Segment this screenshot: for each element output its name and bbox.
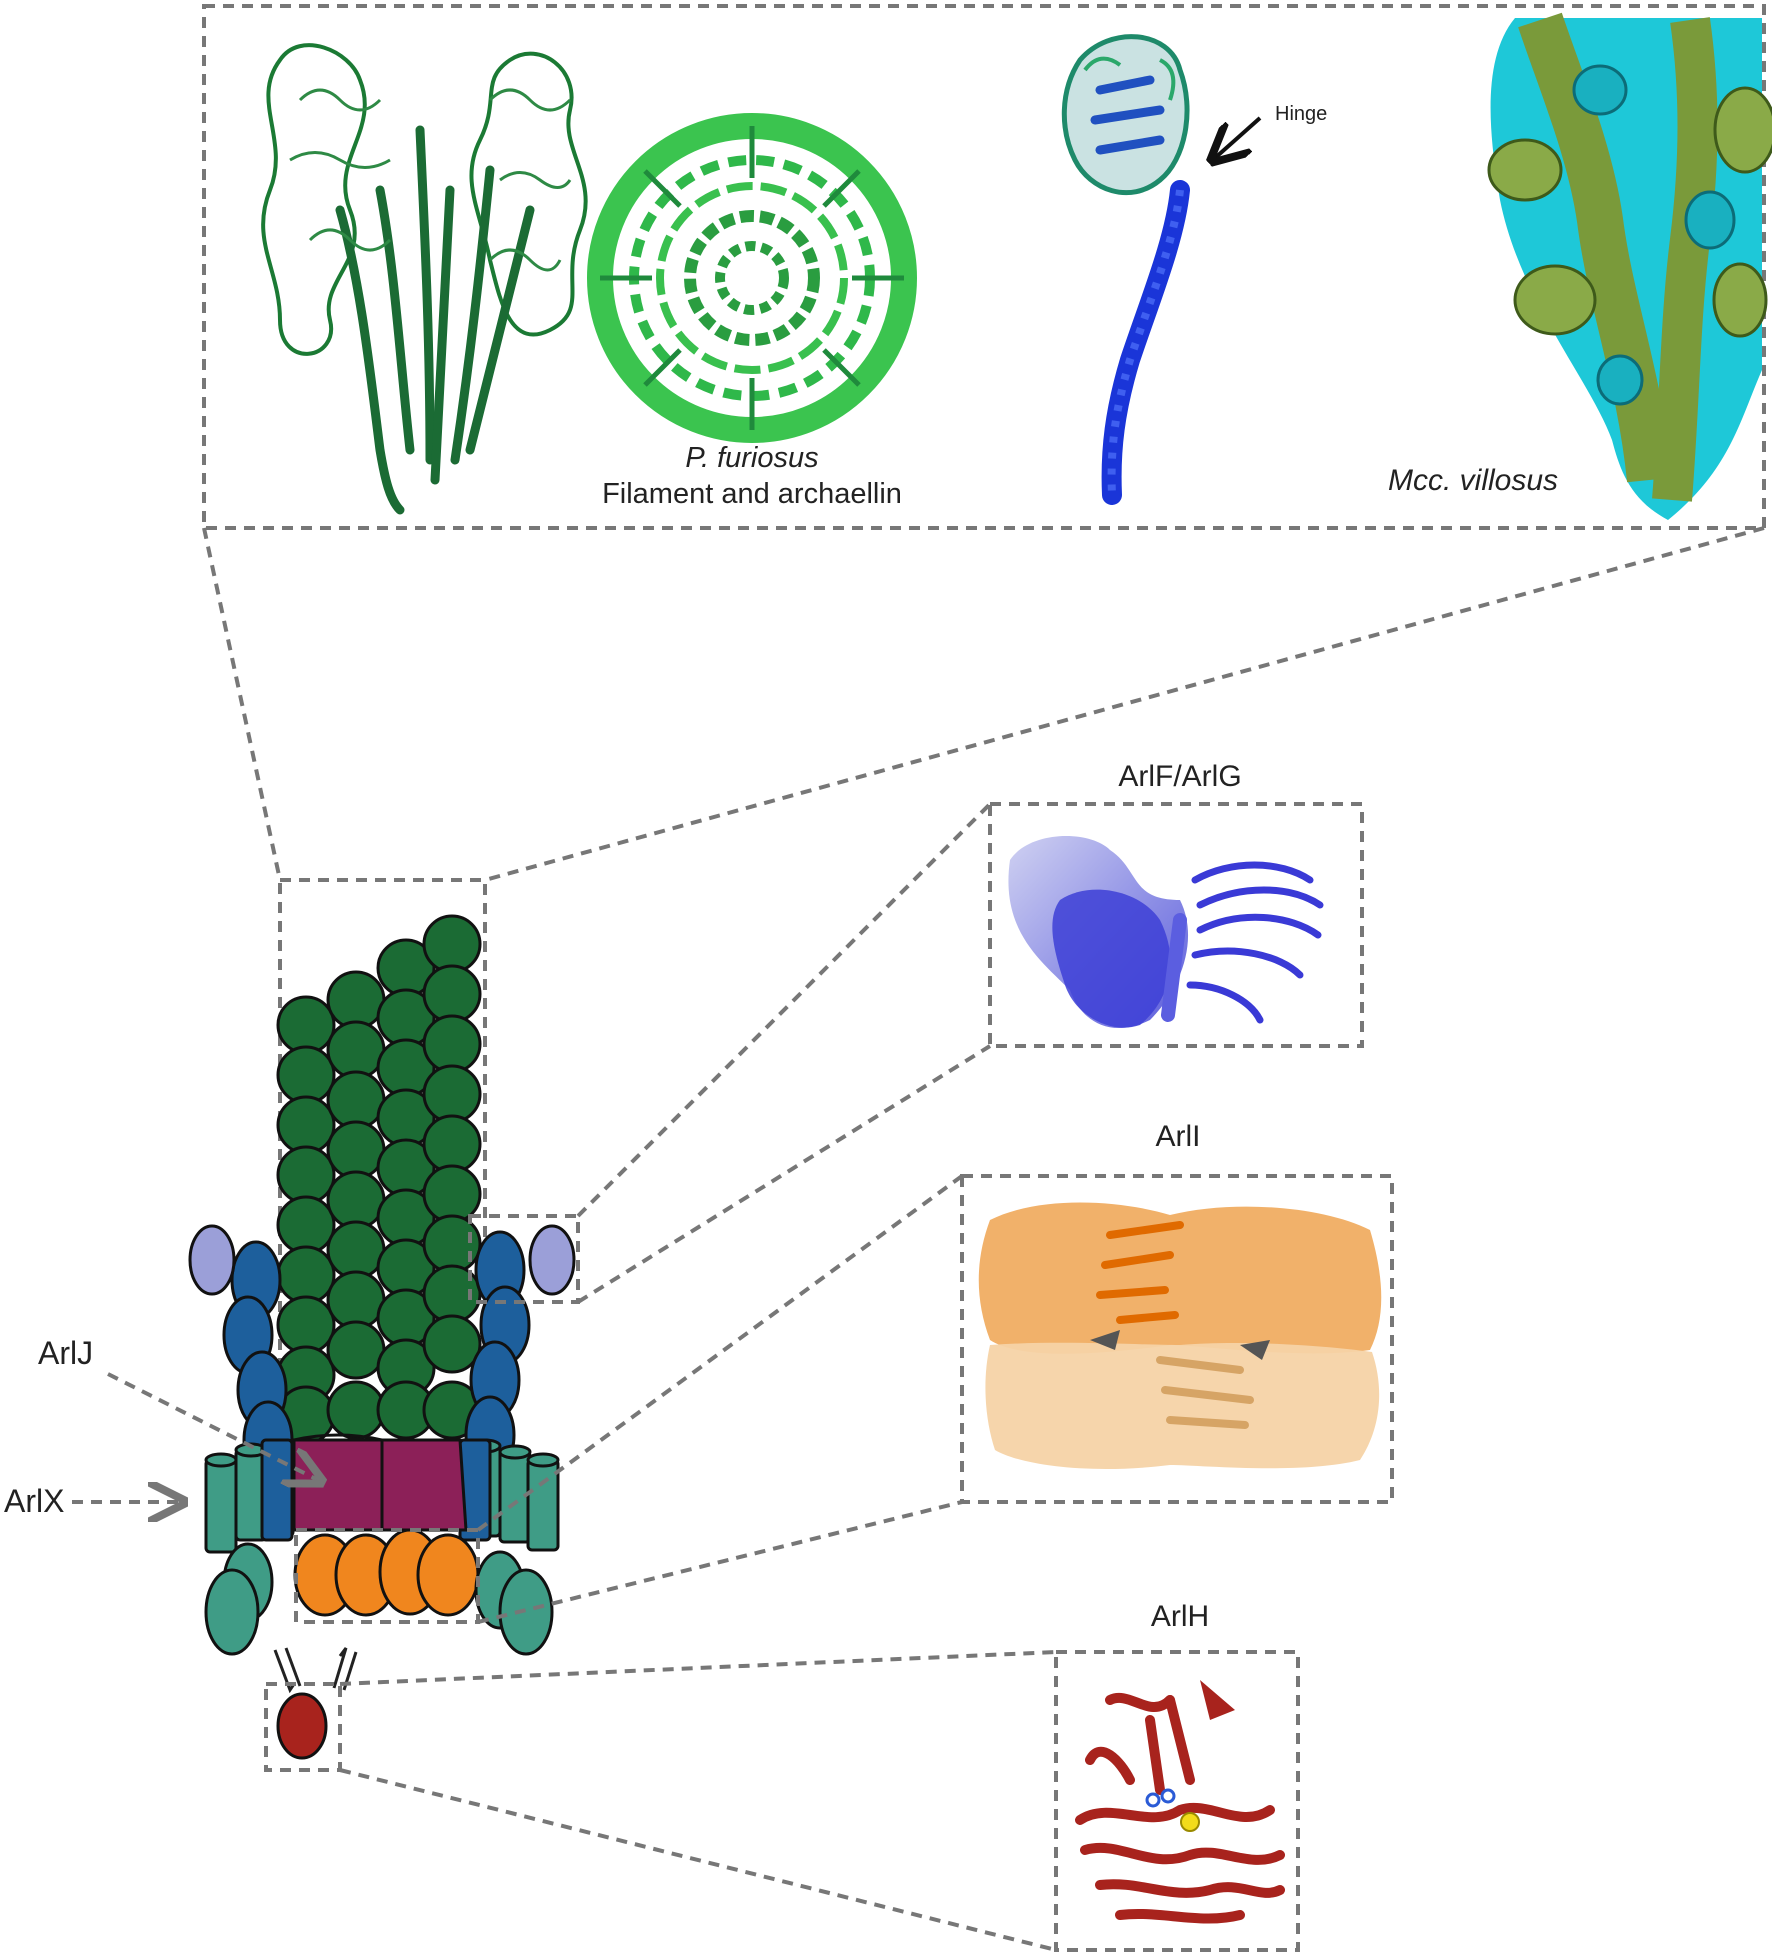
- arli-leader-bottom: [477, 1500, 963, 1624]
- arlh-leader-top: [339, 1650, 1057, 1686]
- filament-zoom-box: [278, 878, 487, 1444]
- arli-title: ArlI: [1156, 1120, 1201, 1153]
- arlh-panel: ArlH: [1054, 1600, 1300, 1952]
- mcc-villosus-filament: [1487, 12, 1772, 520]
- filament-top-view: [587, 113, 917, 443]
- arli-hexamer: [293, 1528, 480, 1617]
- arlfg-panel: ArlF/ArlG: [988, 760, 1364, 1048]
- arli-zoom-box: [294, 1528, 480, 1624]
- arlfg-zoom-box: [468, 1214, 580, 1304]
- arlh-zoom-box: [264, 1682, 342, 1772]
- top-leader-left: [202, 527, 282, 881]
- arlj-block: [292, 1433, 468, 1532]
- arli-panel: ArlI: [960, 1120, 1394, 1504]
- arlh-leader-bottom: [339, 1768, 1057, 1952]
- arlh-title: ArlH: [1151, 1600, 1209, 1633]
- arlx-blue-posts: [260, 1438, 492, 1542]
- hinge-arrow: [1215, 116, 1262, 158]
- mcc-villosus-label: Mcc. villosus: [1388, 464, 1558, 497]
- top-structures-panel: P. furiosus Filament and archaellin Hing…: [202, 4, 1772, 530]
- archaellum-motor-cartoon: ArlJ ArlX: [4, 878, 580, 1772]
- arlfg-panel-frame: [988, 802, 1364, 1048]
- arlfg-leader-bottom: [576, 1044, 992, 1304]
- arlj-label: ArlJ: [38, 1335, 93, 1371]
- arlfg-title: ArlF/ArlG: [1118, 760, 1241, 793]
- arlfg-right-stack: [464, 1224, 576, 1475]
- arlx-label: ArlX: [4, 1483, 64, 1519]
- filament-side-view: [261, 43, 588, 515]
- filament-subunits: [276, 914, 482, 1445]
- arli-panel-frame: [960, 1174, 1394, 1504]
- top-leader-right: [484, 526, 1765, 882]
- top-panel-frame: [202, 4, 1766, 530]
- caption-species: P. furiosus: [685, 442, 818, 474]
- archaellin-monomer: [1061, 34, 1190, 505]
- arli-leader-top: [476, 1174, 964, 1532]
- hinge-label: Hinge: [1275, 103, 1327, 125]
- arlh-panel-frame: [1054, 1650, 1300, 1952]
- arlh-monomer: [276, 1692, 328, 1760]
- caption-subtitle: Filament and archaellin: [602, 478, 902, 510]
- arlh-metal-ion: [1180, 1812, 1200, 1832]
- arlj-arrow: [107, 1372, 318, 1480]
- arlfg-leader-top: [576, 802, 992, 1218]
